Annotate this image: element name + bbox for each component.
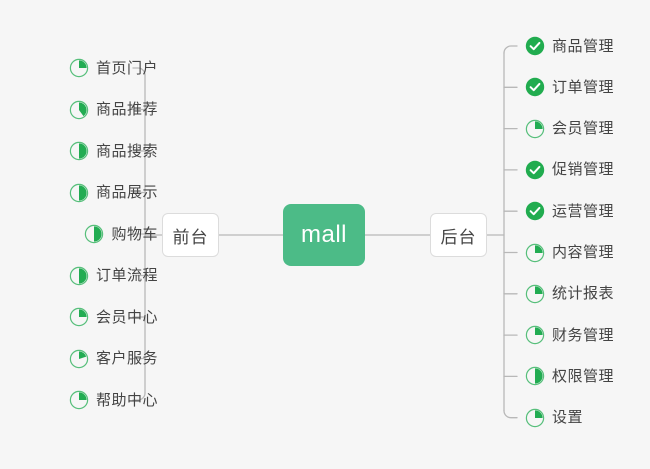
leaf-label: 权限管理 xyxy=(552,367,615,385)
leaf-item-backend-6[interactable]: 统计报表 xyxy=(525,282,614,306)
check-circle-icon xyxy=(525,160,545,180)
leaf-item-frontend-0[interactable]: 首页门户 xyxy=(69,56,158,80)
leaf-label: 商品展示 xyxy=(95,184,158,201)
leaf-item-backend-7[interactable]: 财务管理 xyxy=(525,323,614,347)
leaf-item-frontend-3[interactable]: 商品展示 xyxy=(69,181,158,205)
leaf-label: 商品推荐 xyxy=(95,101,158,118)
check-circle-icon xyxy=(525,36,545,56)
pie-icon xyxy=(69,58,89,78)
leaf-label: 促销管理 xyxy=(552,161,615,179)
leaf-label: 客户服务 xyxy=(95,350,158,367)
node-frontend[interactable]: 前台 xyxy=(162,213,219,257)
leaf-item-frontend-7[interactable]: 客户服务 xyxy=(69,347,158,371)
leaf-item-backend-3[interactable]: 促销管理 xyxy=(525,158,614,182)
leaf-item-backend-8[interactable]: 权限管理 xyxy=(525,364,614,388)
leaf-item-frontend-5[interactable]: 订单流程 xyxy=(69,264,158,288)
leaf-item-backend-5[interactable]: 内容管理 xyxy=(525,241,614,265)
leaf-item-frontend-2[interactable]: 商品搜索 xyxy=(69,139,158,163)
leaf-item-backend-1[interactable]: 订单管理 xyxy=(525,75,614,99)
leaf-item-backend-0[interactable]: 商品管理 xyxy=(525,34,614,58)
leaf-label: 运营管理 xyxy=(552,202,615,220)
pie-icon xyxy=(69,307,89,327)
leaf-label: 统计报表 xyxy=(552,285,615,303)
leaf-label: 会员中心 xyxy=(95,308,158,326)
leaf-label: 订单流程 xyxy=(95,267,158,284)
leaf-label: 订单管理 xyxy=(552,78,615,96)
leaf-label: 内容管理 xyxy=(552,244,615,261)
node-backend[interactable]: 后台 xyxy=(430,213,487,257)
check-circle-icon xyxy=(525,201,545,221)
leaf-label: 帮助中心 xyxy=(95,391,158,409)
node-root-mall[interactable]: mall xyxy=(283,204,365,266)
pie-icon xyxy=(69,266,89,285)
pie-icon xyxy=(525,325,545,345)
leaf-item-backend-2[interactable]: 会员管理 xyxy=(525,117,614,141)
pie-icon xyxy=(69,183,89,202)
leaf-label: 商品管理 xyxy=(552,37,615,55)
leaf-label: 购物车 xyxy=(111,225,158,243)
leaf-label: 首页门户 xyxy=(95,59,158,77)
pie-icon xyxy=(525,284,545,303)
pie-icon xyxy=(69,100,89,119)
pie-icon xyxy=(69,349,89,368)
pie-icon xyxy=(69,141,89,161)
leaf-label: 会员管理 xyxy=(552,120,615,138)
check-circle-icon xyxy=(525,78,545,97)
pie-icon xyxy=(525,367,545,386)
pie-icon xyxy=(69,390,89,410)
pie-icon xyxy=(525,408,545,427)
leaf-item-frontend-4[interactable]: 购物车 xyxy=(84,222,158,246)
pie-icon xyxy=(525,119,545,138)
pie-icon xyxy=(525,243,545,262)
leaf-item-backend-9[interactable]: 设置 xyxy=(525,406,583,430)
leaf-label: 财务管理 xyxy=(552,326,615,344)
leaf-label: 设置 xyxy=(552,409,584,427)
pie-icon xyxy=(85,224,104,244)
leaf-item-frontend-8[interactable]: 帮助中心 xyxy=(69,388,158,412)
leaf-item-frontend-6[interactable]: 会员中心 xyxy=(69,305,158,329)
leaf-item-frontend-1[interactable]: 商品推荐 xyxy=(69,98,158,122)
leaf-item-backend-4[interactable]: 运营管理 xyxy=(525,199,614,223)
leaf-label: 商品搜索 xyxy=(95,142,158,160)
